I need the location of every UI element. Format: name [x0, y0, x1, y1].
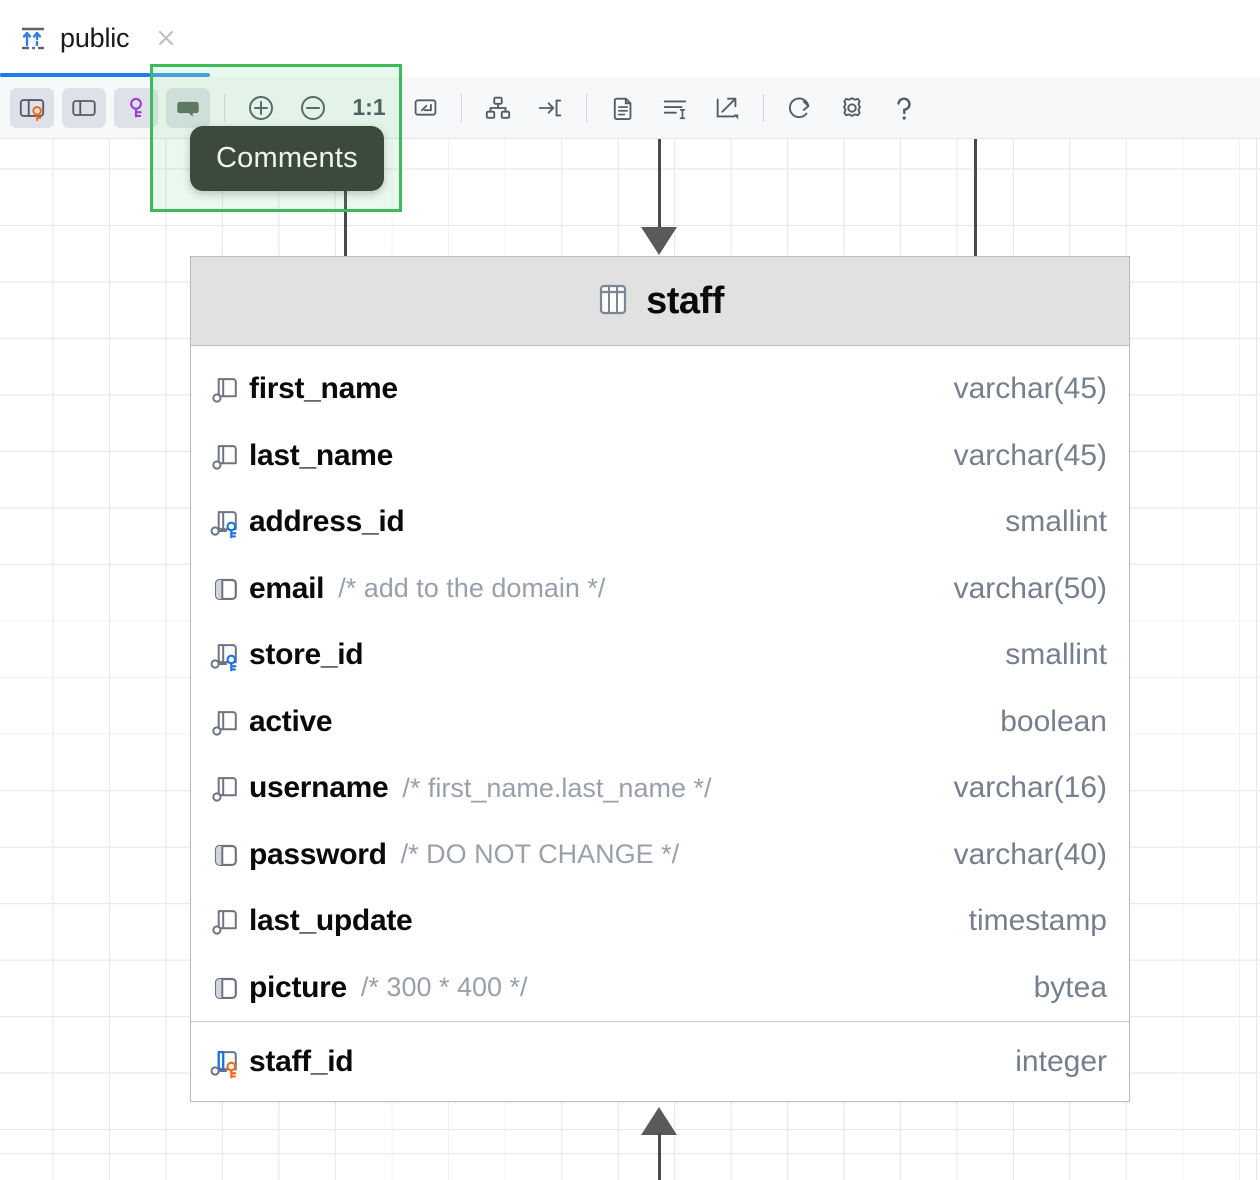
column-type: varchar(16) — [953, 771, 1107, 805]
column-comment: /* DO NOT CHANGE */ — [400, 839, 680, 870]
fit-to-screen-button[interactable] — [403, 88, 447, 128]
column-type: varchar(40) — [953, 837, 1107, 871]
column-type: smallint — [1005, 638, 1107, 672]
help-button[interactable] — [882, 88, 926, 128]
toolbar-separator — [586, 93, 587, 122]
table-row[interactable]: store_id smallint — [191, 622, 1129, 689]
show-table-columns-toggle[interactable] — [10, 87, 54, 128]
table-row[interactable]: first_name varchar(45) — [191, 356, 1129, 423]
column-name: password — [249, 837, 387, 871]
table-row[interactable]: last_name varchar(45) — [191, 423, 1129, 490]
column-nullable-icon — [207, 704, 249, 740]
show-comments-toggle[interactable] — [166, 87, 210, 128]
column-type: boolean — [1000, 704, 1107, 738]
gear-icon[interactable] — [830, 88, 874, 128]
zoom-reset-button[interactable]: 1:1 — [343, 88, 395, 128]
refresh-button[interactable] — [778, 88, 822, 128]
column-name: store_id — [249, 638, 364, 672]
column-name: email — [249, 571, 325, 605]
table-node-staff[interactable]: staff first_name varchar(45) — [190, 256, 1130, 1102]
column-primary-key-icon — [207, 1044, 249, 1080]
column-comment: /* 300 * 400 */ — [360, 972, 528, 1003]
column-name: last_name — [249, 438, 394, 472]
column-not-null-icon — [207, 571, 249, 607]
table-columns-list: first_name varchar(45) last_name — [191, 346, 1129, 1101]
loading-progress-bar — [0, 73, 1260, 77]
relation-line-bottom — [658, 1133, 661, 1180]
table-row[interactable]: active boolean — [191, 689, 1129, 756]
tab-public[interactable]: public — [14, 16, 181, 60]
diagram-tab-icon — [18, 23, 48, 53]
relation-line-center — [658, 139, 661, 231]
column-name: first_name — [249, 372, 398, 406]
comments-tooltip: Comments — [190, 126, 384, 191]
table-row-primary-key[interactable]: staff_id integer — [191, 1021, 1129, 1101]
column-foreign-key-icon — [207, 637, 249, 673]
copy-diagram-button[interactable] — [601, 88, 645, 128]
column-nullable-icon — [207, 903, 249, 939]
toolbar-separator — [763, 93, 764, 122]
column-name: staff_id — [249, 1044, 354, 1078]
column-type: bytea — [1033, 970, 1107, 1004]
zoom-in-button[interactable] — [239, 88, 283, 128]
relation-arrow-center — [641, 227, 677, 255]
zoom-level-label: 1:1 — [352, 94, 386, 120]
export-button[interactable] — [705, 88, 749, 128]
column-comment: /* add to the domain */ — [338, 573, 606, 604]
show-keys-toggle[interactable] — [114, 87, 158, 128]
column-name: active — [249, 704, 333, 738]
table-row[interactable]: username /* first_name.last_name */ varc… — [191, 755, 1129, 822]
column-name: username — [249, 771, 389, 805]
table-row[interactable]: email /* add to the domain */ varchar(50… — [191, 556, 1129, 623]
column-type: integer — [1015, 1044, 1107, 1078]
column-not-null-icon — [207, 837, 249, 873]
relation-line-left — [344, 139, 347, 256]
table-name: staff — [646, 279, 724, 322]
table-node-header[interactable]: staff — [191, 257, 1129, 346]
progress-primary — [0, 73, 150, 77]
column-type: timestamp — [968, 904, 1107, 938]
relation-line-right — [974, 139, 977, 256]
diagram-toolbar: 1:1 — [0, 77, 1260, 139]
column-nullable-icon — [207, 438, 249, 474]
diagram-canvas[interactable]: staff first_name varchar(45) — [0, 139, 1260, 1180]
column-type: varchar(45) — [953, 438, 1107, 472]
column-foreign-key-icon — [207, 504, 249, 540]
column-type: varchar(50) — [953, 571, 1107, 605]
go-to-button[interactable] — [528, 88, 572, 128]
tab-label: public — [60, 22, 130, 53]
toolbar-separator — [224, 93, 225, 122]
layout-button[interactable] — [476, 88, 520, 128]
column-name: address_id — [249, 505, 405, 539]
column-nullable-icon — [207, 770, 249, 806]
column-name: picture — [249, 970, 347, 1004]
column-type: varchar(45) — [953, 372, 1107, 406]
column-nullable-icon — [207, 371, 249, 407]
table-row[interactable]: picture /* 300 * 400 */ bytea — [191, 955, 1129, 1022]
relation-arrow-bottom — [641, 1107, 677, 1135]
edit-text-button[interactable] — [653, 88, 697, 128]
column-comment: /* first_name.last_name */ — [402, 772, 712, 803]
zoom-out-button[interactable] — [291, 88, 335, 128]
close-icon[interactable] — [155, 27, 177, 49]
table-icon — [596, 282, 630, 321]
toolbar-separator — [461, 93, 462, 122]
table-row[interactable]: password /* DO NOT CHANGE */ varchar(40) — [191, 822, 1129, 889]
show-columns-panel-toggle[interactable] — [62, 87, 106, 128]
column-name: last_update — [249, 904, 413, 938]
table-row[interactable]: last_update timestamp — [191, 888, 1129, 955]
column-type: smallint — [1005, 505, 1107, 539]
column-not-null-icon — [207, 970, 249, 1006]
tab-strip: public — [0, 0, 1260, 72]
table-row[interactable]: address_id smallint — [191, 489, 1129, 556]
